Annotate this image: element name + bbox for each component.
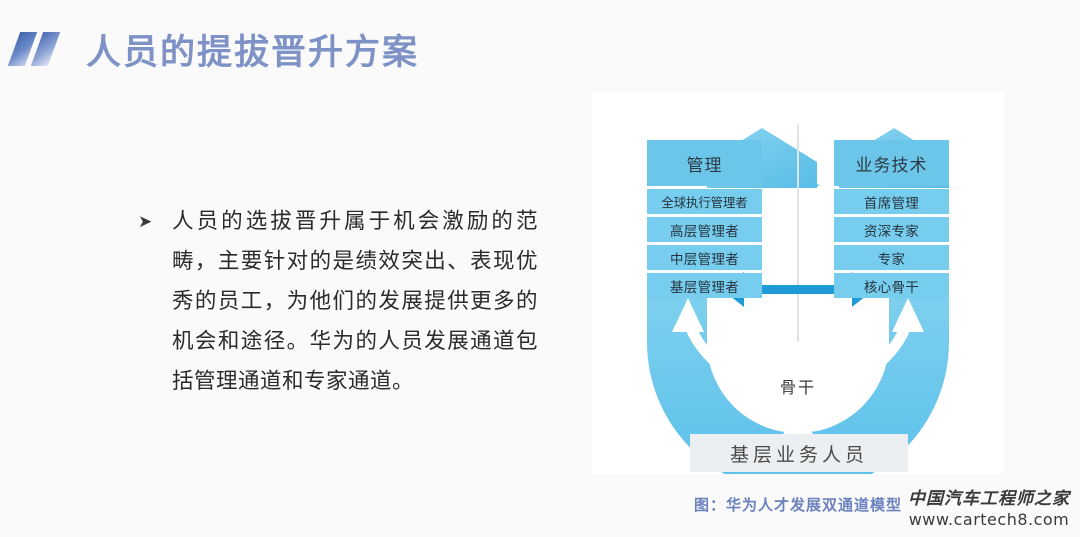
left-channel-head: 管理 bbox=[647, 140, 762, 186]
right-level-1: 首席管理 bbox=[834, 189, 949, 214]
watermark: 中国汽车工程师之家 www.cartech8.com bbox=[908, 484, 1070, 529]
double-slash-logo-icon bbox=[7, 31, 72, 67]
left-level-4: 基层管理者 bbox=[647, 273, 762, 298]
left-level-2: 高层管理者 bbox=[647, 217, 762, 242]
watermark-url-text: www.cartech8.com bbox=[908, 510, 1070, 529]
u-channel-band bbox=[647, 288, 949, 474]
watermark-chinese-text: 中国汽车工程师之家 bbox=[908, 489, 1070, 509]
right-channel-head: 业务技术 bbox=[834, 140, 949, 186]
figure-caption: 图：华为人才发展双通道模型 bbox=[693, 496, 902, 514]
left-curved-arrow-head bbox=[672, 298, 704, 332]
core-circle-label: 骨干 bbox=[779, 378, 816, 397]
right-level-2: 资深专家 bbox=[834, 217, 949, 242]
bullet-paragraph: ➤ 人员的选拔晋升属于机会激励的范畴，主要针对的是绩效突出、表现优秀的员工，为他… bbox=[138, 202, 538, 402]
right-level-4: 核心骨干 bbox=[834, 273, 949, 298]
slide-title-bar: 人员的提拔晋升方案 bbox=[0, 18, 1080, 80]
diagram-panel: 管理 全球执行管理者 高层管理者 中层管理者 基层管理者 业务技术 首席管理 资… bbox=[592, 92, 1004, 474]
base-box-label: 基层业务人员 bbox=[729, 443, 868, 466]
core-circle bbox=[762, 356, 834, 428]
base-box: 基层业务人员 bbox=[690, 434, 908, 472]
right-curved-arrow-head bbox=[892, 298, 924, 332]
diagram-inner: 管理 全球执行管理者 高层管理者 中层管理者 基层管理者 业务技术 首席管理 资… bbox=[592, 92, 1004, 474]
page-title: 人员的提拔晋升方案 bbox=[86, 32, 420, 73]
bullet-text: 人员的选拔晋升属于机会激励的范畴，主要针对的是绩效突出、表现优秀的员工，为他们的… bbox=[172, 209, 538, 394]
bullet-marker-icon: ➤ bbox=[138, 212, 153, 232]
right-level-3: 专家 bbox=[834, 245, 949, 270]
left-channel-column: 管理 全球执行管理者 高层管理者 中层管理者 基层管理者 bbox=[647, 140, 762, 298]
left-level-3: 中层管理者 bbox=[647, 245, 762, 270]
left-level-1: 全球执行管理者 bbox=[647, 189, 762, 214]
right-channel-column: 业务技术 首席管理 资深专家 专家 核心骨干 bbox=[834, 140, 949, 298]
